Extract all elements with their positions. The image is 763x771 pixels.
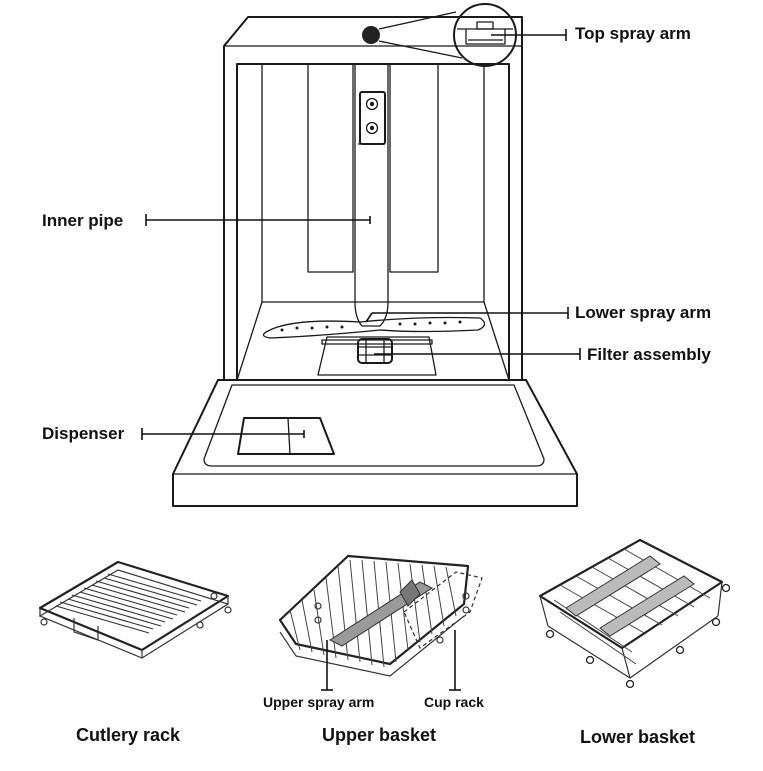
caption-cutlery-rack: Cutlery rack [76,725,181,745]
label-upper-spray-arm: Upper spray arm [263,694,374,710]
upper-basket-illustration [278,554,483,691]
back-panel-left [307,63,354,273]
lower-spray-arm [262,316,486,339]
label-cup-rack: Cup rack [424,694,484,710]
inner-pipe [354,64,389,327]
cabinet-outer [223,16,523,381]
caption-lower-basket: Lower basket [580,727,695,747]
dishwasher-illustration [172,3,578,507]
lower-basket-illustration [538,538,731,689]
tub-back-wall [261,64,485,303]
label-lower-spray-arm: Lower spray arm [575,303,711,322]
cutlery-rack-illustration [38,560,232,659]
dispenser [237,417,335,455]
label-dispenser: Dispenser [42,424,125,443]
tub-opening [236,63,510,381]
label-filter-assembly: Filter assembly [587,345,711,364]
caption-upper-basket: Upper basket [322,725,436,745]
top-spray-arm-dot [362,26,380,44]
callout-lines [141,29,581,440]
pipe-bracket [359,91,386,145]
back-panel-right [389,63,439,273]
filter-assembly [357,338,393,364]
label-inner-pipe: Inner pipe [42,211,123,230]
dishwasher-door [172,379,578,507]
door-inner-panel [203,384,545,467]
filter-tray [317,336,437,376]
label-top-spray-arm: Top spray arm [575,24,691,43]
